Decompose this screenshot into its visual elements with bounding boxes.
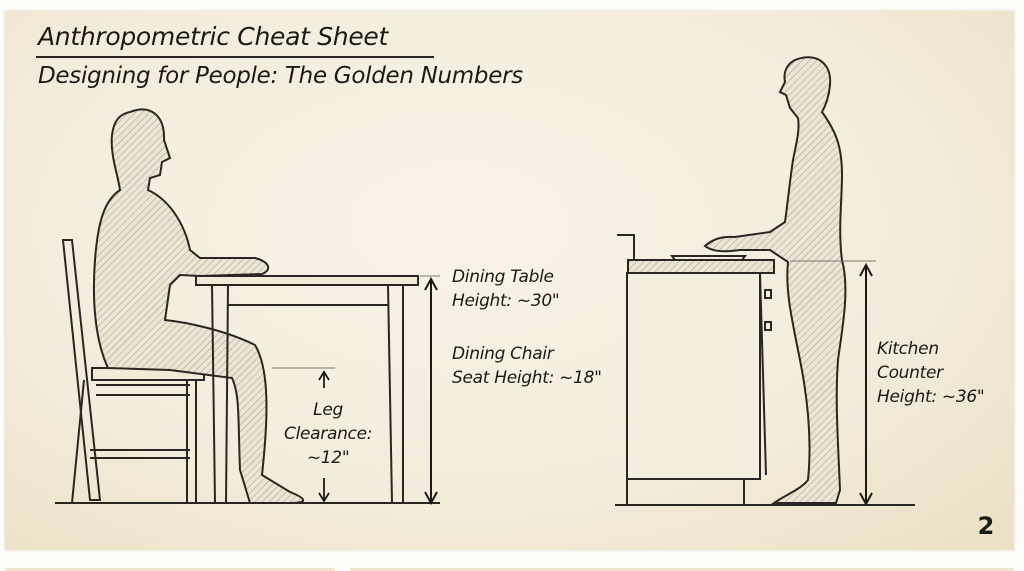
dining-chair-seat-height-label: Dining Chair Seat Height: ~18" xyxy=(452,342,602,390)
dimension-arrow-table-height xyxy=(420,275,440,506)
kitchen-counter-height-label: Kitchen Counter Height: ~36" xyxy=(877,337,985,409)
seated-person-figure xyxy=(92,108,305,504)
dining-chair-label-line1: Dining Chair xyxy=(452,344,554,364)
dimension-arrow-leg-clearance xyxy=(272,367,335,503)
leg-clearance-label-line1: Leg xyxy=(313,400,343,420)
leg-clearance-label: Leg Clearance: ~12" xyxy=(284,398,372,470)
page-title: Anthropometric Cheat Sheet xyxy=(38,22,389,51)
next-page-edge-right xyxy=(350,568,1014,571)
leg-clearance-label-line2: Clearance: xyxy=(284,424,373,444)
leg-clearance-label-line3: ~12" xyxy=(306,448,350,468)
kitchen-counter-cabinet xyxy=(617,234,775,505)
dining-table-label-line1: Dining Table xyxy=(452,267,554,287)
kitchen-counter-label-line2: Counter xyxy=(877,363,943,383)
page-subtitle: Designing for People: The Golden Numbers xyxy=(38,63,523,89)
dining-chair-label-line2: Seat Height: ~18" xyxy=(452,368,602,388)
title-underline xyxy=(36,56,434,58)
dining-table-height-label: Dining Table Height: ~30" xyxy=(452,265,560,313)
kitchen-counter-label-line1: Kitchen xyxy=(877,339,939,359)
dining-table-label-line2: Height: ~30" xyxy=(452,291,560,311)
kitchen-counter-label-line3: Height: ~36" xyxy=(877,387,985,407)
dining-table xyxy=(195,275,419,504)
standing-person-figure xyxy=(703,56,847,504)
dimension-arrow-counter-height xyxy=(790,260,876,507)
page-number: 2 xyxy=(977,512,995,540)
next-page-edge-left xyxy=(5,568,335,571)
